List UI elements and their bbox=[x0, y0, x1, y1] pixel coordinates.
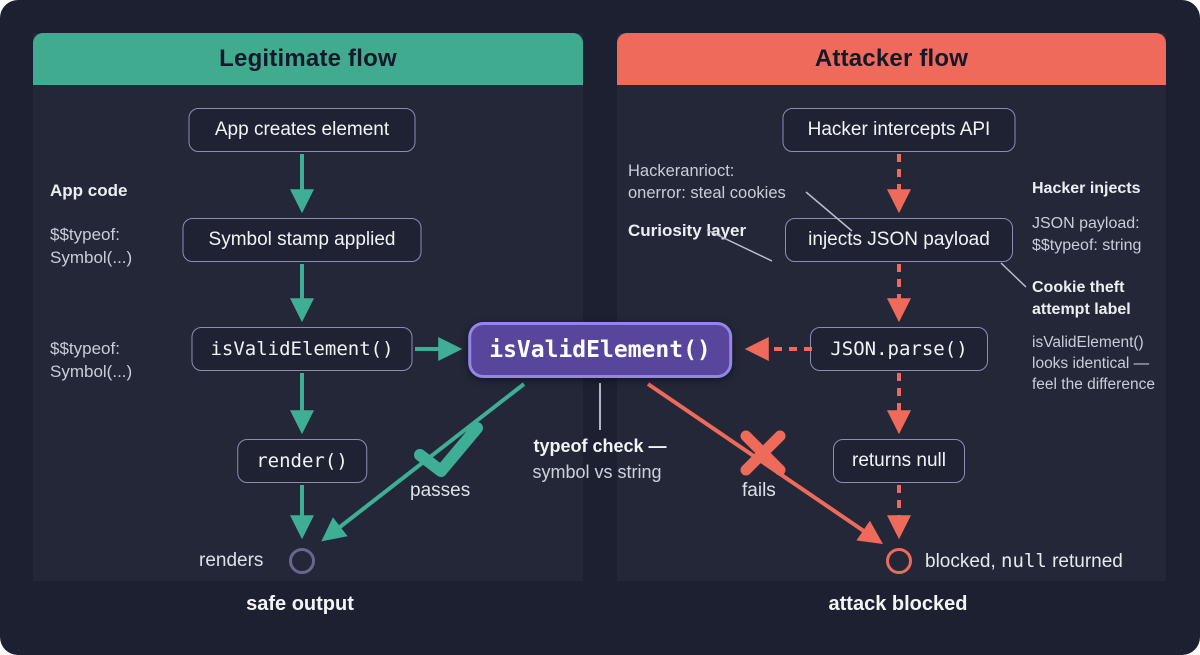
blocked-post: returned bbox=[1046, 551, 1123, 572]
cookie-theft-line1: Cookie theft bbox=[1032, 279, 1125, 296]
blocked-pre: blocked, bbox=[925, 551, 1002, 572]
blocked-circle bbox=[886, 548, 912, 574]
identical-annotation: isValidElement() looks identical — feel … bbox=[1032, 332, 1172, 395]
right-annotation-column: Hacker injects JSON payload: $$typeof: s… bbox=[1032, 178, 1172, 395]
node-symbol-stamp-applied[interactable]: Symbol stamp applied bbox=[182, 218, 422, 262]
node-returns-null[interactable]: returns null bbox=[833, 439, 965, 483]
typeof-b-line1: $$typeof: bbox=[50, 339, 120, 358]
blocked-null-code: null bbox=[1001, 550, 1047, 572]
node-app-creates-element[interactable]: App creates element bbox=[188, 108, 416, 152]
typeof-check-callout-sub: symbol vs string bbox=[532, 462, 662, 482]
payload-line1: JSON payload: bbox=[1032, 215, 1140, 232]
identical-line2: looks identical — bbox=[1032, 355, 1150, 372]
typeof-symbol-annotation-1: $$typeof: Symbol(...) bbox=[50, 223, 132, 269]
typeof-b-line2: Symbol(...) bbox=[50, 362, 133, 381]
app-code-label: App code bbox=[50, 181, 128, 200]
renders-label: renders bbox=[199, 550, 264, 571]
cookie-theft-line2: attempt label bbox=[1032, 301, 1131, 318]
identical-line1: isValidElement() bbox=[1032, 334, 1144, 351]
curiosity-layer-label: Curiosity layer bbox=[628, 221, 747, 240]
legitimate-flow-title: Legitimate flow bbox=[219, 45, 397, 72]
typeof-a-line2: Symbol(...) bbox=[50, 248, 133, 267]
intercept-note-line2: onerror: steal cookies bbox=[628, 184, 786, 202]
hacker-injects-label: Hacker injects bbox=[1032, 180, 1141, 197]
legitimate-flow-header: Legitimate flow bbox=[33, 33, 583, 85]
typeof-a-line1: $$typeof: bbox=[50, 225, 120, 244]
node-isvalidelement-center[interactable]: isValidElement() bbox=[468, 322, 732, 378]
node-injects-json-payload[interactable]: injects JSON payload bbox=[785, 218, 1013, 262]
identical-line3: feel the difference bbox=[1032, 376, 1155, 393]
safe-output-label: safe output bbox=[246, 593, 354, 615]
attack-blocked-label: attack blocked bbox=[828, 593, 968, 615]
intercept-note-line1: Hackeranrioct: bbox=[628, 162, 735, 180]
typeof-symbol-annotation-2: $$typeof: Symbol(...) bbox=[50, 337, 132, 383]
safe-output-circle bbox=[289, 548, 315, 574]
attacker-flow-header: Attacker flow bbox=[617, 33, 1166, 85]
node-render[interactable]: render() bbox=[237, 439, 367, 483]
node-json-parse[interactable]: JSON.parse() bbox=[810, 327, 988, 371]
payload-line2: $$typeof: string bbox=[1032, 237, 1142, 254]
node-isvalidelement-left[interactable]: isValidElement() bbox=[191, 327, 413, 371]
passes-label: passes bbox=[410, 480, 471, 501]
fails-label: fails bbox=[742, 480, 776, 501]
intercept-annotation: Hackeranrioct: onerror: steal cookies bbox=[628, 160, 786, 204]
blocked-null-returned-label: blocked, null returned bbox=[925, 550, 1123, 573]
attacker-flow-title: Attacker flow bbox=[814, 45, 969, 72]
typeof-check-callout-title: typeof check — bbox=[533, 436, 667, 456]
node-hacker-intercepts-api[interactable]: Hacker intercepts API bbox=[782, 108, 1016, 152]
